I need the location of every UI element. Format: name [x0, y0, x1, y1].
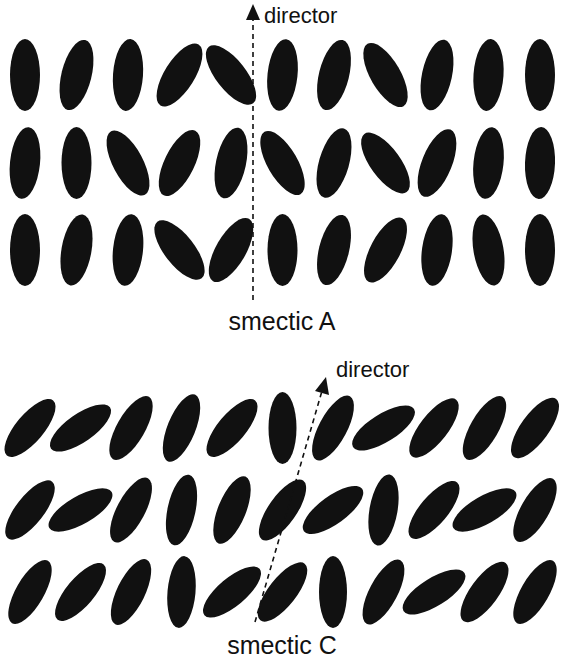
- molecule: [355, 36, 417, 113]
- phase-caption: smectic C: [227, 632, 337, 660]
- molecule: [467, 212, 509, 288]
- molecule: [101, 390, 161, 466]
- molecule: [525, 214, 555, 286]
- molecule: [415, 37, 459, 114]
- molecule: [296, 478, 371, 543]
- molecule: [109, 213, 146, 288]
- molecule: [0, 554, 60, 630]
- molecule: [6, 126, 43, 201]
- molecule-layers: [0, 36, 564, 630]
- phase-caption: smectic A: [229, 308, 336, 336]
- molecule: [264, 38, 301, 113]
- molecule: [304, 390, 363, 467]
- molecule: [197, 37, 265, 112]
- molecule: [268, 214, 298, 286]
- molecule: [470, 126, 507, 201]
- molecule: [319, 556, 347, 628]
- molecule: [505, 554, 564, 630]
- molecule: [417, 212, 457, 287]
- molecule: [42, 480, 118, 540]
- molecule: [155, 389, 208, 466]
- molecule: [164, 555, 198, 629]
- molecule: [503, 391, 564, 466]
- molecule: [355, 211, 415, 289]
- molecule: [524, 126, 556, 199]
- molecule: [446, 480, 522, 540]
- molecule: [198, 391, 266, 464]
- molecule: [146, 212, 214, 287]
- molecule: [209, 125, 253, 202]
- molecule: [98, 124, 158, 202]
- molecule: [102, 472, 161, 549]
- molecule: [111, 38, 146, 112]
- director-arrow: [255, 384, 324, 622]
- molecule: [363, 472, 403, 548]
- molecule: [311, 211, 358, 288]
- molecule: [354, 554, 413, 631]
- molecule: [10, 214, 40, 286]
- molecule: [310, 124, 359, 201]
- molecule: [400, 473, 468, 546]
- molecule: [0, 473, 63, 547]
- molecule: [43, 396, 118, 460]
- molecule: [0, 391, 64, 464]
- molecule: [103, 554, 160, 631]
- molecule: [311, 36, 358, 113]
- molecule: [150, 124, 209, 202]
- molecule: [250, 472, 314, 547]
- molecule: [352, 125, 419, 201]
- molecule: [249, 555, 315, 629]
- molecule: [269, 392, 297, 464]
- molecule: [401, 391, 467, 465]
- director-label: director: [264, 4, 337, 28]
- molecule: [206, 471, 259, 548]
- arrow-head: [246, 4, 260, 20]
- molecule: [47, 555, 115, 628]
- molecule: [454, 390, 514, 466]
- molecule: [148, 37, 212, 114]
- director-arrow: [252, 8, 254, 300]
- arrow-head: [315, 377, 329, 395]
- molecule: [62, 127, 92, 199]
- molecule: [55, 212, 97, 288]
- molecule: [452, 555, 517, 630]
- molecule: [410, 124, 465, 202]
- molecule: [471, 38, 506, 112]
- molecule: [53, 36, 100, 113]
- molecule: [10, 39, 40, 111]
- molecule: [252, 124, 314, 201]
- director-label: director: [336, 358, 409, 382]
- molecule: [160, 472, 202, 548]
- molecule: [505, 472, 564, 548]
- molecule: [195, 558, 268, 626]
- molecule: [525, 39, 555, 111]
